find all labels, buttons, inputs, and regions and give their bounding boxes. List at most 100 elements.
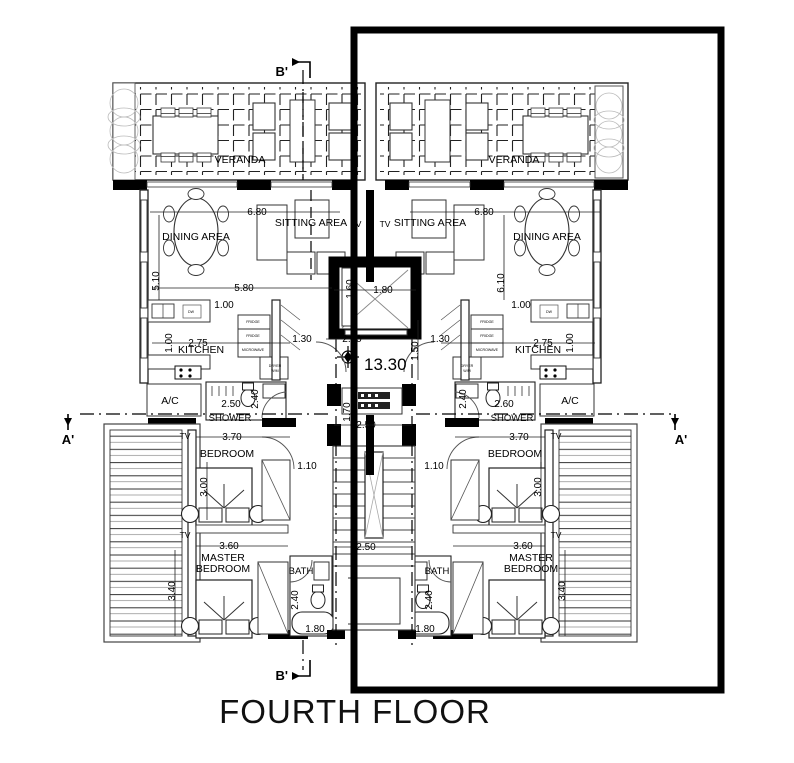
- label-a-right: A': [675, 432, 687, 447]
- right-balcony-louvers: [558, 429, 632, 637]
- right-apartment-unit[interactable]: VERANDA DINING AREA SITTING AREA: [375, 82, 638, 643]
- tv-marker-4: TV: [551, 431, 562, 441]
- appliance-dryer-l: DRYER: [269, 364, 282, 368]
- section-lines: [80, 70, 675, 670]
- dim-6-10-right: 6.10: [496, 273, 507, 293]
- room-label-bath-right: BATH: [425, 566, 450, 577]
- room-label-master-2-right: BEDROOM: [504, 563, 558, 575]
- dim-1-00a-left: 1.00: [214, 300, 234, 311]
- party-wall-upper: [366, 190, 374, 282]
- dim-1-00b-right: 1.00: [565, 333, 576, 353]
- dimension-lines: [150, 211, 600, 636]
- right-kitchen[interactable]: KITCHEN: [440, 299, 594, 381]
- elevator-door[interactable]: [344, 329, 408, 336]
- tv-marker-5: TV: [551, 530, 562, 540]
- section-marker-b-top: B': [276, 58, 311, 79]
- appliance-dryer-r: DRYER: [461, 364, 474, 368]
- dim-1-00a-right: 1.00: [511, 300, 531, 311]
- staircase[interactable]: [332, 445, 416, 631]
- room-label-shower-left: SHOWER: [209, 413, 252, 424]
- dim-6-80-left: 6.80: [247, 207, 267, 218]
- left-master-bedroom[interactable]: MASTER BEDROOM: [180, 524, 289, 639]
- dim-2-50-core-c: 2.50: [356, 542, 376, 553]
- appliance-fridge-l2: FRIDGE: [246, 334, 260, 338]
- dim-5-10-left: 5.10: [151, 271, 162, 291]
- left-windows: [140, 199, 148, 359]
- dim-3-00-right: 3.00: [533, 477, 544, 497]
- right-master-bedroom[interactable]: MASTER BEDROOM: [452, 524, 561, 639]
- right-bedroom[interactable]: BEDROOM: [446, 436, 561, 527]
- room-label-dining-left: DINING AREA: [162, 231, 230, 243]
- left-unit-walls: [113, 180, 356, 190]
- dim-2-40-right: 2.40: [458, 389, 469, 409]
- dim-1-10-right: 1.10: [424, 461, 444, 472]
- left-dimension-labels: 6.80 5.80 5.10 1.00 1.00 2.75 1.30 2.40 …: [151, 207, 325, 635]
- room-label-sitting-left: SITTING AREA: [275, 217, 347, 229]
- dim-3-60-left: 3.60: [219, 541, 239, 552]
- dim-2-50-core-b: 2.50: [356, 420, 376, 431]
- room-label-ac-left: A/C: [161, 395, 179, 407]
- dim-1-00b-left: 1.00: [164, 333, 175, 353]
- room-label-veranda-right: VERANDA: [489, 154, 540, 166]
- dim-2-50-left: 2.50: [221, 399, 241, 410]
- left-dining-area[interactable]: DINING AREA: [162, 188, 230, 276]
- dim-1-80-right: 1.80: [415, 624, 435, 635]
- room-label-master-1-right: MASTER: [509, 552, 553, 564]
- mailbox-unit: [358, 392, 390, 409]
- central-core[interactable]: [315, 190, 435, 639]
- room-label-master-1-left: MASTER: [201, 552, 245, 564]
- appliance-microwave-r: MICROWAVE: [476, 348, 499, 352]
- page-title: FOURTH FLOOR: [219, 693, 491, 730]
- dim-3-70-left: 3.70: [222, 432, 242, 443]
- appliance-fridge-r1: FRIDGE: [480, 320, 494, 324]
- dim-3-40-right: 3.40: [557, 581, 568, 601]
- label-b-bottom: B': [276, 668, 288, 683]
- appliance-labels: FRIDGE FRIDGE MICROWAVE DRYER W/M DW FRI…: [188, 310, 553, 373]
- dim-5-80-left: 5.80: [234, 283, 254, 294]
- label-a-left: A': [62, 432, 74, 447]
- tv-marker-2: TV: [180, 431, 191, 441]
- tv-marker-3: TV: [180, 530, 191, 540]
- dim-2-40b-left: 2.40: [290, 590, 301, 610]
- appliance-fridge-r2: FRIDGE: [480, 334, 494, 338]
- dim-1-10-left: 1.10: [297, 461, 317, 472]
- appliance-wm-r: W/M: [463, 369, 470, 373]
- appliance-microwave-l: MICROWAVE: [242, 348, 265, 352]
- dim-2-75-left: 2.75: [188, 338, 208, 349]
- selected-unit-frame[interactable]: [350, 26, 725, 694]
- outdoor-dining-set-right: [522, 107, 589, 163]
- dim-3-00-left: 3.00: [199, 477, 210, 497]
- appliance-wm-l: W/M: [271, 369, 278, 373]
- left-bath[interactable]: BATH: [289, 555, 335, 637]
- left-kitchen[interactable]: KITCHEN: [147, 299, 301, 381]
- outdoor-dining-set: [152, 107, 219, 163]
- right-windows: [593, 199, 601, 359]
- room-label-shower-right: SHOWER: [491, 413, 534, 424]
- dim-2-40b-right: 2.40: [424, 590, 435, 610]
- appliance-dw-l: DW: [188, 310, 195, 314]
- appliance-fridge-l1: FRIDGE: [246, 320, 260, 324]
- dim-1-30-right: 1.30: [430, 334, 450, 345]
- room-label-dining-right: DINING AREA: [513, 231, 581, 243]
- left-apartment-unit[interactable]: VERANDA DINING AREA: [103, 82, 366, 643]
- dim-2-40-left: 2.40: [250, 389, 261, 409]
- right-veranda[interactable]: VERANDA: [375, 82, 629, 181]
- right-dimension-labels: 6.80 6.10 1.00 1.00 2.75 1.30 2.40 2.60 …: [415, 207, 576, 635]
- left-veranda[interactable]: VERANDA: [107, 82, 366, 181]
- right-dining-area[interactable]: DINING AREA: [513, 188, 581, 276]
- room-label-veranda-left: VERANDA: [215, 154, 266, 166]
- appliance-dw-r: DW: [546, 310, 553, 314]
- party-wall-mid: [366, 415, 374, 475]
- planter-shrubs: [107, 88, 141, 174]
- section-marker-b-bottom: B': [276, 660, 311, 683]
- room-label-ac-right: A/C: [561, 395, 579, 407]
- right-unit-walls: [385, 180, 628, 190]
- room-label-bath-left: BATH: [289, 566, 314, 577]
- room-label-bedroom-right: BEDROOM: [488, 448, 542, 460]
- dim-3-70-right: 3.70: [509, 432, 529, 443]
- left-bedroom[interactable]: BEDROOM: [180, 436, 295, 527]
- dim-2-60-right: 2.60: [494, 399, 514, 410]
- left-entry-door-swing: [315, 341, 347, 373]
